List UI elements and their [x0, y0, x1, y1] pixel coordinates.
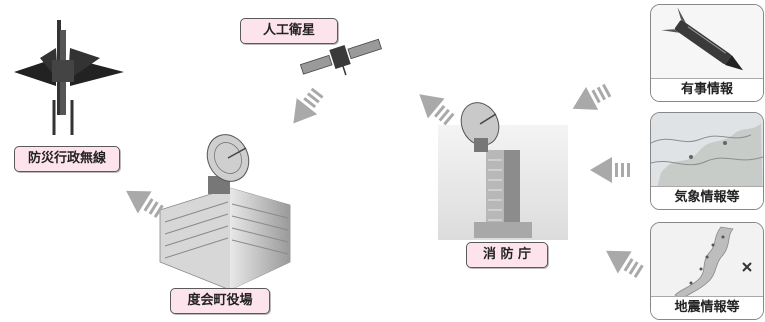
arrow-from-weather-info	[590, 157, 630, 183]
townhall-building-icon	[159, 134, 291, 291]
arrow-agency-to-satellite	[419, 94, 455, 126]
source-card-earthquake: 地震情報等	[650, 222, 764, 320]
radio-label: 防災行政無線	[14, 146, 120, 172]
flow-arrows	[126, 83, 644, 278]
arrow-townhall-to-radio	[126, 190, 164, 218]
earthquake-info-caption: 地震情報等	[651, 296, 763, 319]
satellite-label: 人工衛星	[240, 18, 338, 44]
missile-info-caption: 有事情報	[651, 78, 763, 101]
weather-info-caption: 気象情報等	[651, 186, 763, 209]
arrow-from-earthquake-info	[606, 250, 644, 278]
source-card-missile: 有事情報	[650, 4, 764, 102]
fire-agency-label: 消 防 庁	[466, 242, 548, 268]
arrow-satellite-to-townhall	[293, 87, 324, 124]
fire-agency-building-icon	[438, 102, 568, 240]
loudspeaker-tower-icon	[14, 20, 124, 135]
satellite-icon	[299, 38, 382, 76]
source-card-weather: 気象情報等	[650, 112, 764, 210]
townhall-label: 度会町役場	[170, 288, 270, 314]
arrow-from-missile-info	[572, 83, 612, 110]
